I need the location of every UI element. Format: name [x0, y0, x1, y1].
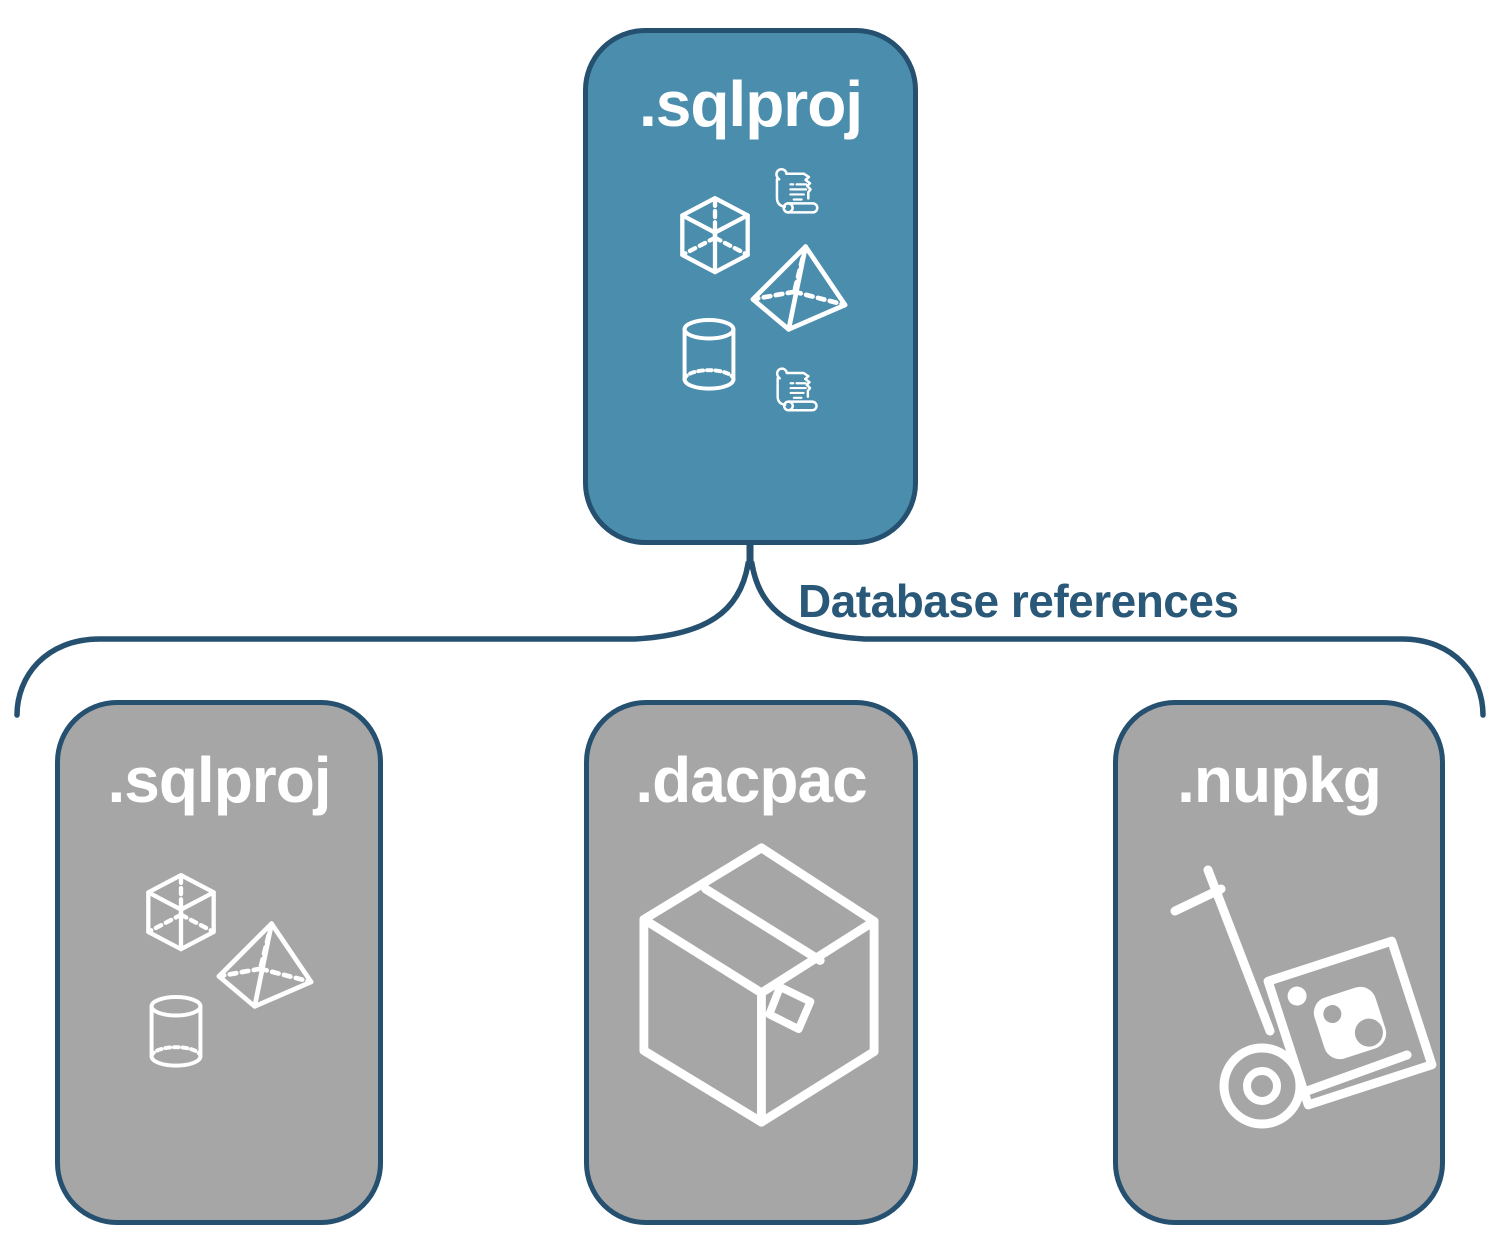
scroll-icon [775, 367, 818, 412]
pyramid-icon [216, 921, 314, 1009]
cube-icon [680, 196, 750, 275]
node-title: .dacpac [635, 744, 867, 816]
node-child-dacpac: .dacpac [584, 700, 918, 1225]
scroll-icon [775, 167, 819, 214]
node-title: .sqlproj [638, 68, 863, 140]
connector-label: Database references [798, 575, 1239, 627]
node-title: .nupkg [1177, 744, 1382, 816]
cylinder-icon [149, 995, 203, 1068]
node-root-sqlproj: .sqlproj [583, 28, 918, 545]
package-box-icon [639, 843, 879, 1127]
cylinder-icon [682, 318, 736, 391]
node-child-nupkg: .nupkg [1113, 700, 1445, 1225]
cube-icon [146, 873, 216, 952]
hand-truck-nuget-package-icon [1170, 865, 1437, 1129]
pyramid-icon [750, 244, 848, 332]
node-child-sqlproj: .sqlproj [55, 700, 383, 1225]
node-title: .sqlproj [107, 744, 331, 816]
